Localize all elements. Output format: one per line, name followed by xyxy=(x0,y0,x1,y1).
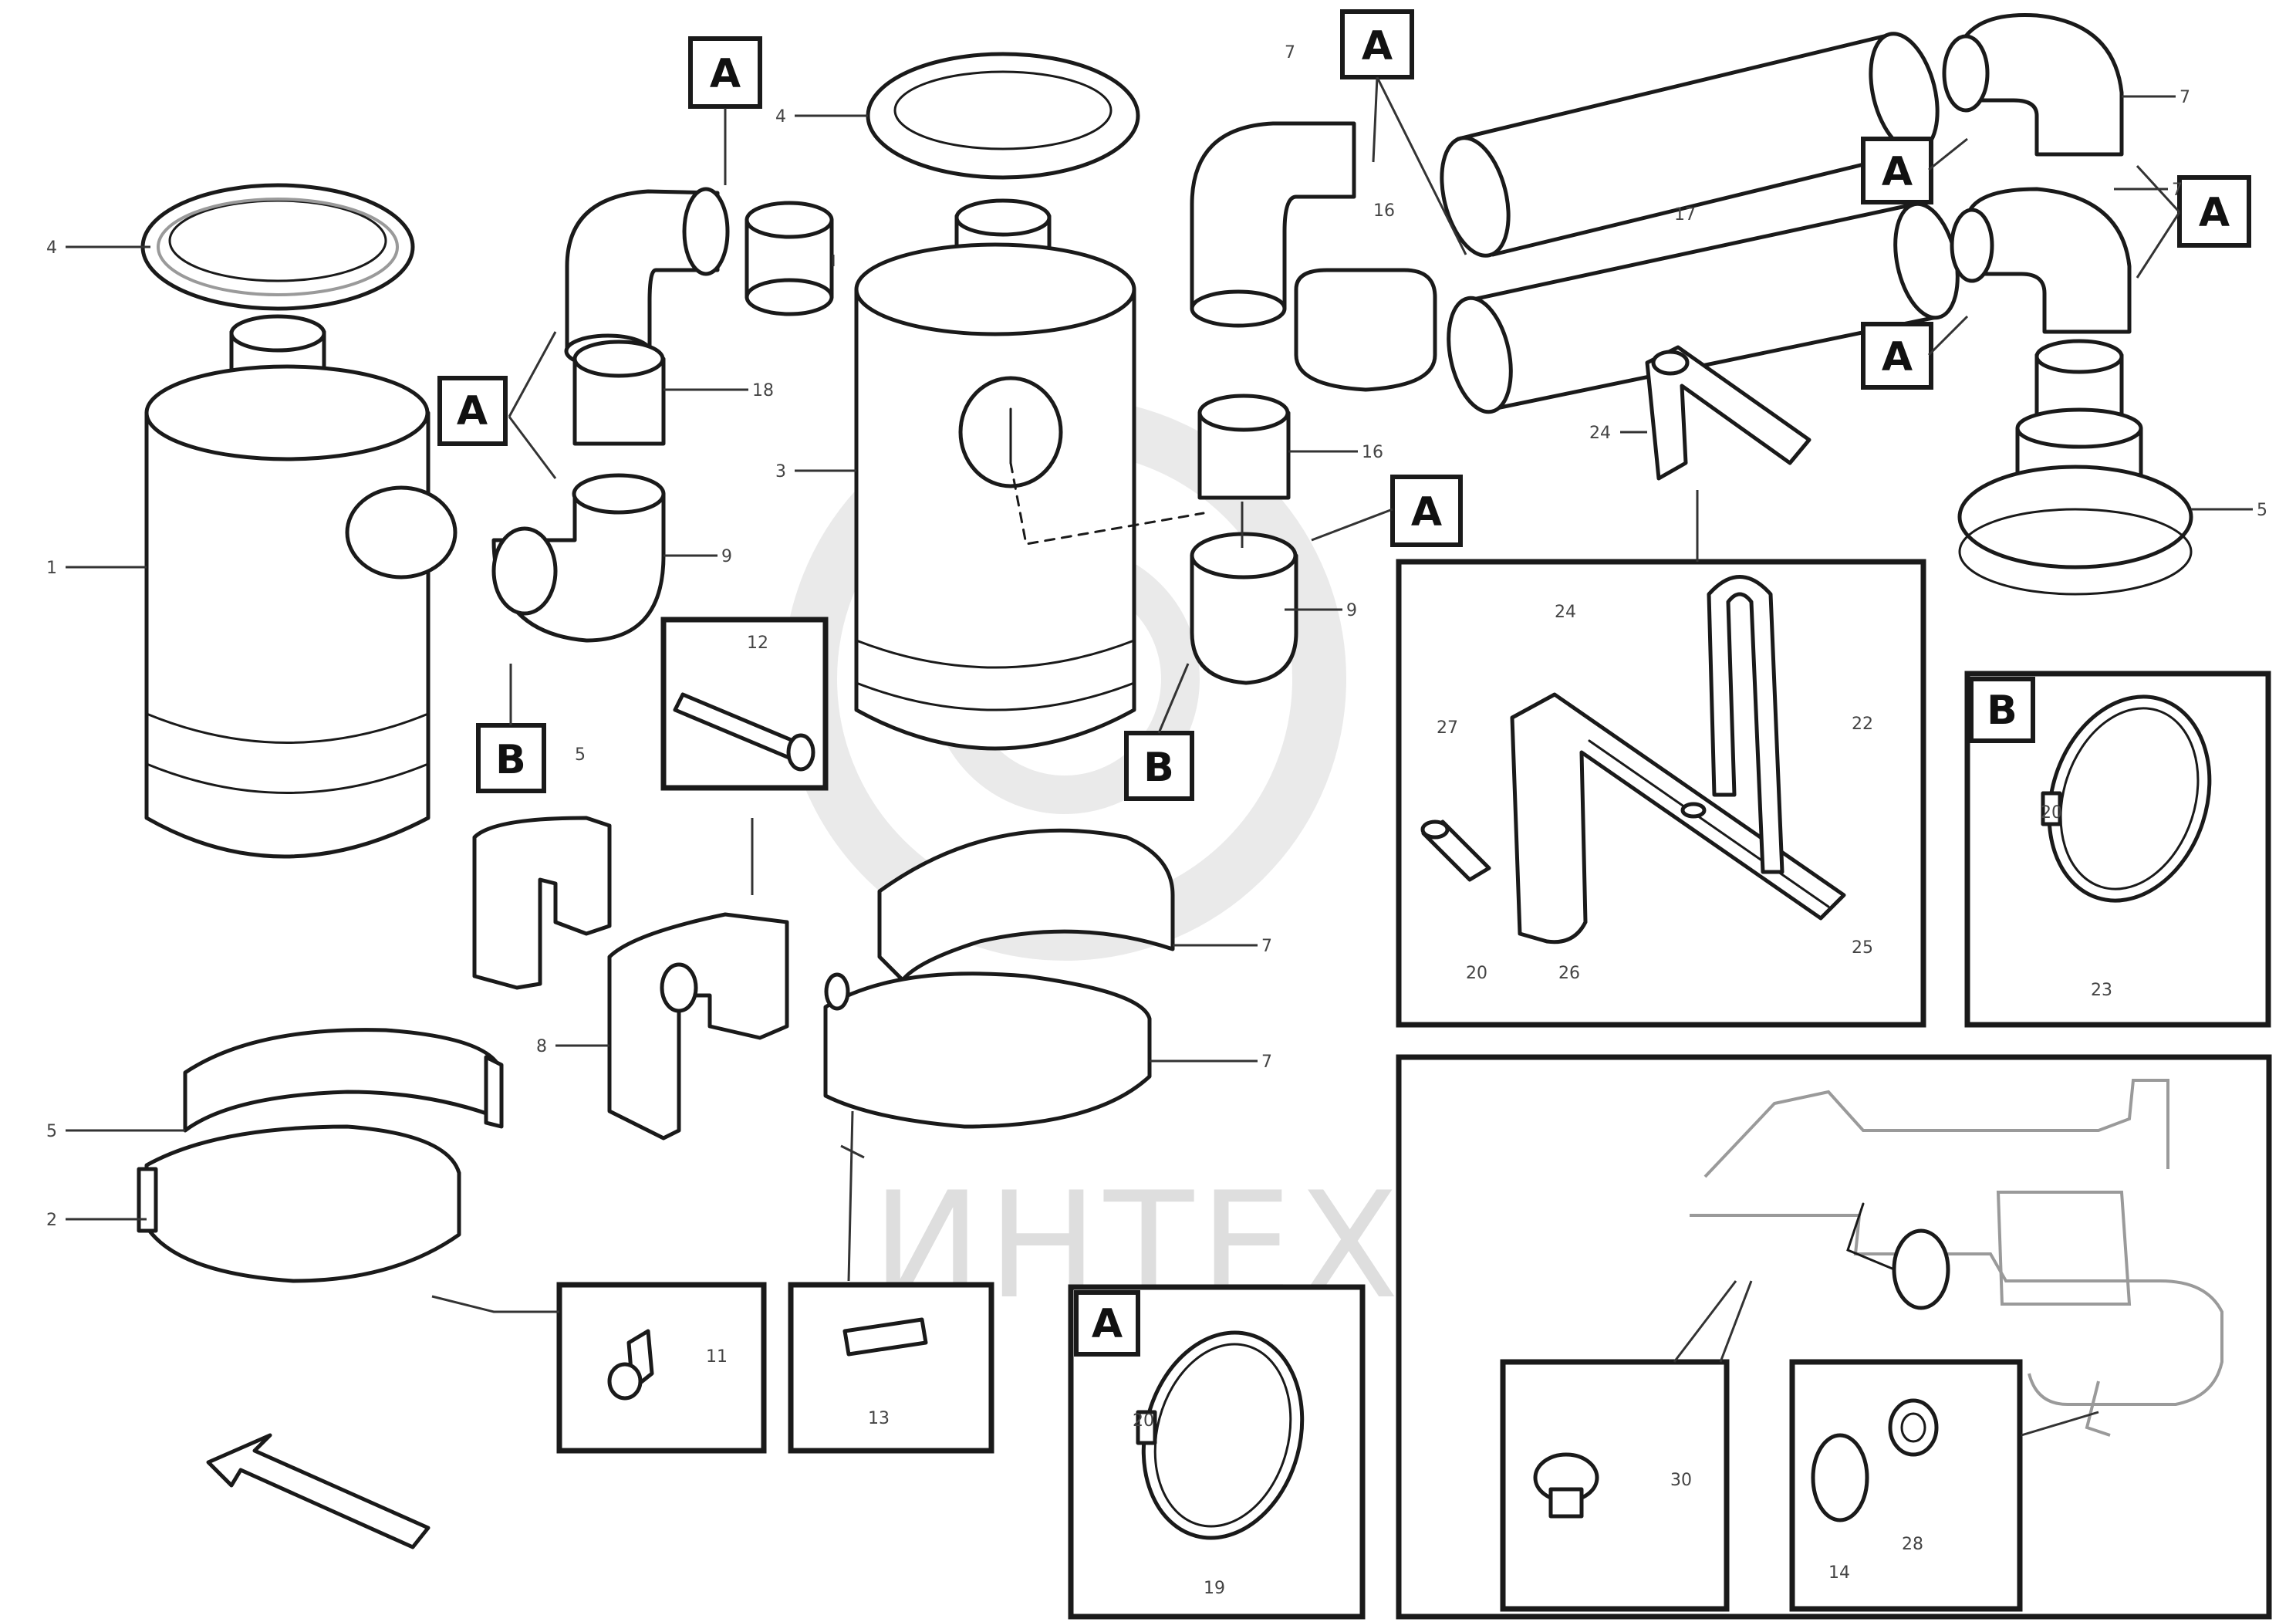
svg-text:5: 5 xyxy=(2257,501,2267,520)
center-filter-cover[interactable] xyxy=(866,52,1140,180)
ref-label-a-3: A xyxy=(1340,9,1414,79)
ref-label-b-2: B xyxy=(1124,731,1194,801)
pipe-support-bracket[interactable] xyxy=(1645,345,1811,481)
svg-text:20: 20 xyxy=(2041,803,2062,823)
center-air-filter[interactable] xyxy=(854,198,1136,751)
svg-text:7: 7 xyxy=(1261,1053,1272,1072)
strap-bracket-center[interactable] xyxy=(607,912,789,1140)
svg-text:2: 2 xyxy=(46,1211,57,1230)
svg-text:22: 22 xyxy=(1852,715,1873,734)
svg-text:A: A xyxy=(1362,23,1393,69)
left-filter-cover[interactable] xyxy=(157,198,399,296)
svg-text:B: B xyxy=(495,737,526,783)
ref-label-a-1: A xyxy=(688,36,762,109)
svg-text:14: 14 xyxy=(1828,1563,1850,1583)
svg-text:A: A xyxy=(2199,190,2230,236)
svg-text:B: B xyxy=(1987,688,2017,734)
ref-label-a-5: A xyxy=(1861,322,1933,390)
upper-left-elbow[interactable] xyxy=(564,187,730,369)
ref-label-a-4: A xyxy=(1861,137,1933,204)
right-pre-cleaner[interactable] xyxy=(1957,339,2193,596)
svg-text:24: 24 xyxy=(1589,424,1611,443)
ref-label-a-6: A xyxy=(2177,175,2251,248)
svg-text:5: 5 xyxy=(46,1122,57,1141)
lower-pipe[interactable] xyxy=(1439,198,1967,418)
svg-text:7: 7 xyxy=(2172,181,2183,200)
svg-text:A: A xyxy=(1092,1301,1123,1347)
svg-text:20: 20 xyxy=(1466,964,1487,983)
svg-text:11: 11 xyxy=(706,1347,728,1367)
svg-text:30: 30 xyxy=(1670,1471,1692,1490)
detail-box-clip-left xyxy=(556,1282,767,1454)
svg-text:A: A xyxy=(1882,149,1913,195)
lower-left-elbow[interactable] xyxy=(491,473,666,643)
ref-arrows xyxy=(508,76,2181,734)
right-upper-elbow[interactable] xyxy=(1942,13,2124,157)
strap-bracket-left[interactable] xyxy=(472,816,612,990)
left-sleeve[interactable] xyxy=(745,201,834,316)
svg-text:4: 4 xyxy=(775,107,786,127)
svg-text:17: 17 xyxy=(1674,205,1696,225)
ref-label-a-7: A xyxy=(1390,475,1463,547)
svg-text:12: 12 xyxy=(747,634,768,653)
svg-text:3: 3 xyxy=(775,462,786,482)
svg-text:25: 25 xyxy=(1852,938,1873,958)
left-upper-band[interactable] xyxy=(183,1028,504,1133)
center-sleeve-right[interactable] xyxy=(1294,268,1437,392)
svg-text:A: A xyxy=(457,388,488,434)
ref-label-a-8: A xyxy=(1074,1290,1140,1357)
svg-text:9: 9 xyxy=(1346,601,1357,620)
svg-text:7: 7 xyxy=(2180,88,2190,107)
svg-text:23: 23 xyxy=(2091,981,2112,1000)
detail-box-bracket xyxy=(1396,559,1926,1028)
right-lower-elbow[interactable] xyxy=(1950,187,2132,334)
leader-lines xyxy=(66,95,2253,1313)
svg-text:20: 20 xyxy=(1133,1411,1154,1431)
left-air-filter[interactable] xyxy=(140,183,458,859)
left-coupling[interactable] xyxy=(572,340,666,446)
svg-text:19: 19 xyxy=(1204,1579,1225,1598)
svg-text:4: 4 xyxy=(46,238,57,258)
svg-text:1: 1 xyxy=(46,559,57,578)
svg-text:8: 8 xyxy=(536,1037,547,1056)
svg-text:7: 7 xyxy=(1285,43,1295,63)
svg-text:A: A xyxy=(1411,489,1442,536)
svg-text:18: 18 xyxy=(752,381,774,400)
svg-text:27: 27 xyxy=(1437,718,1458,738)
svg-text:16: 16 xyxy=(1373,201,1395,221)
svg-text:13: 13 xyxy=(868,1409,890,1428)
ref-label-a-2: A xyxy=(437,376,508,446)
detail-box-clip-center xyxy=(788,1282,994,1454)
upper-band-strap[interactable] xyxy=(877,828,1175,982)
detail-box-bolt xyxy=(660,617,829,791)
svg-text:28: 28 xyxy=(1902,1535,1923,1554)
dashed-connection xyxy=(1009,461,1205,546)
ref-label-b-3: B xyxy=(1969,677,2035,743)
detail-box-machine-view xyxy=(1396,1054,2272,1620)
svg-text:26: 26 xyxy=(1558,964,1580,983)
svg-text:5: 5 xyxy=(575,745,586,765)
svg-text:16: 16 xyxy=(1362,443,1383,462)
svg-text:A: A xyxy=(710,51,741,97)
left-lower-band[interactable] xyxy=(137,1124,461,1283)
detail-box-a-clamp xyxy=(1068,1284,1366,1620)
detail-box-b-clamp xyxy=(1964,671,2271,1028)
ref-label-b-1: B xyxy=(476,723,546,793)
svg-text:9: 9 xyxy=(721,547,732,566)
lower-center-elbow[interactable] xyxy=(1190,532,1298,685)
svg-text:B: B xyxy=(1143,745,1174,791)
svg-text:A: A xyxy=(1882,334,1913,380)
upper-center-elbow[interactable] xyxy=(1190,121,1356,328)
direction-arrow xyxy=(206,1433,430,1549)
lower-band-strap[interactable] xyxy=(823,972,1152,1129)
svg-text:24: 24 xyxy=(1555,603,1576,622)
center-coupling[interactable] xyxy=(1197,394,1291,500)
part-number-labels: 4 1 5 2 4 3 9 18 12 9 16 7 7 8 5 24 7 7 … xyxy=(46,43,2267,1598)
svg-text:7: 7 xyxy=(1261,937,1272,956)
